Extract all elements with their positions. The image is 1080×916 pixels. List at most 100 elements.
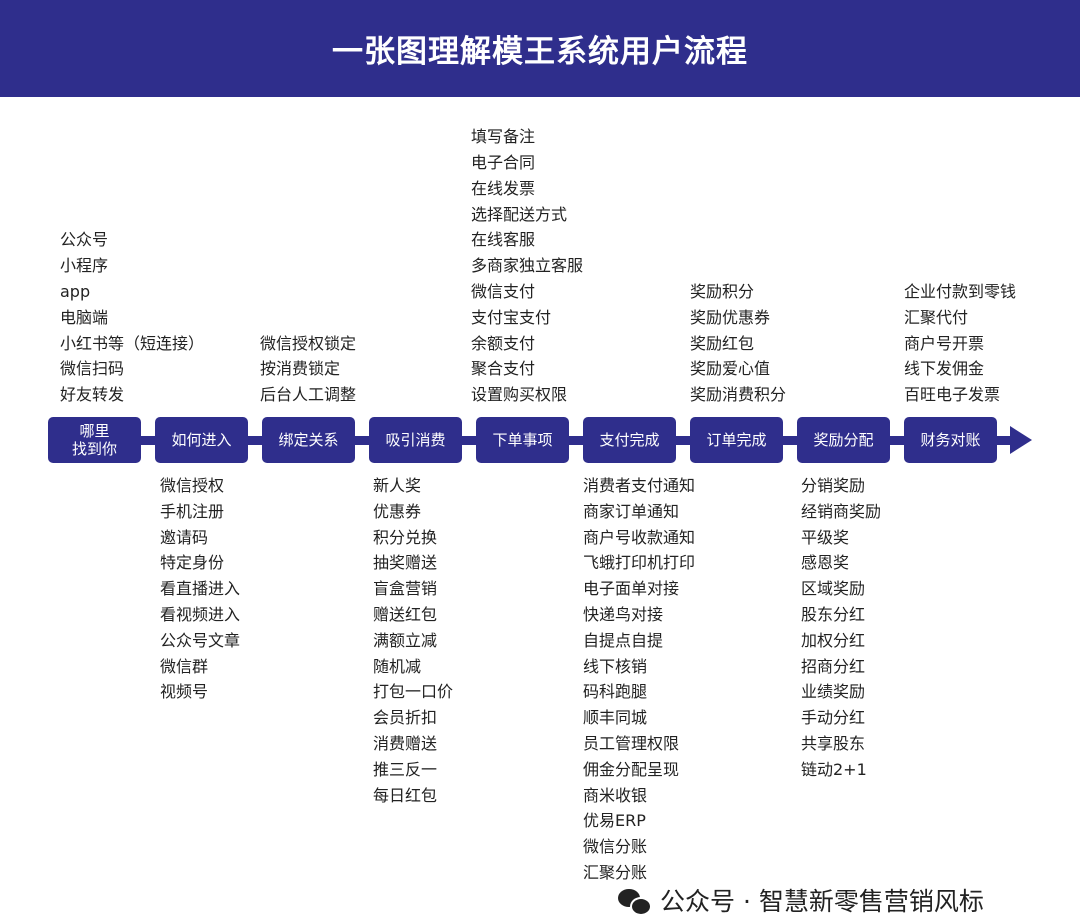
list-item: 好友转发 bbox=[60, 385, 125, 405]
step-label: 财务对账 bbox=[920, 431, 981, 449]
list-item: 微信分账 bbox=[583, 837, 648, 857]
list-item: 推三反一 bbox=[373, 759, 438, 779]
step-9: 财务对账 bbox=[904, 417, 997, 463]
list-item: 电脑端 bbox=[60, 307, 109, 327]
list-item: 自提点自提 bbox=[583, 630, 664, 650]
list-item: 手机注册 bbox=[160, 501, 225, 521]
list-item: 加权分红 bbox=[801, 630, 866, 650]
list-item: 优易ERP bbox=[583, 811, 646, 831]
list-item: 汇聚代付 bbox=[904, 307, 969, 327]
list-item: 新人奖 bbox=[373, 476, 422, 495]
timeline-arrow-icon bbox=[1010, 426, 1032, 454]
list-item: 商家订单通知 bbox=[583, 501, 680, 521]
list-item: 线下发佣金 bbox=[904, 359, 985, 379]
list-item: 按消费锁定 bbox=[260, 359, 341, 379]
list-item: 选择配送方式 bbox=[471, 204, 568, 224]
step-1: 哪里 找到你 bbox=[48, 417, 141, 463]
list-item: 经销商奖励 bbox=[801, 501, 882, 521]
list-item: 微信授权锁定 bbox=[260, 333, 357, 353]
step-7: 订单完成 bbox=[690, 417, 783, 463]
step-label: 哪里 找到你 bbox=[71, 422, 117, 458]
list-item: 公众号文章 bbox=[160, 630, 241, 650]
list-item: 视频号 bbox=[160, 682, 209, 702]
step-5-items: 填写备注电子合同在线发票选择配送方式在线客服多商家独立客服微信支付支付宝支付余额… bbox=[471, 124, 583, 408]
list-item: 盲盒营销 bbox=[373, 579, 438, 599]
step-3-items: 微信授权锁定按消费锁定后台人工调整 bbox=[260, 331, 356, 408]
step-label: 绑定关系 bbox=[278, 431, 339, 449]
step-label: 支付完成 bbox=[599, 431, 660, 449]
list-item: 奖励红包 bbox=[690, 333, 755, 353]
list-item: 分销奖励 bbox=[801, 476, 866, 495]
page-title: 一张图理解模王系统用户流程 bbox=[332, 34, 748, 70]
step-3: 绑定关系 bbox=[262, 417, 355, 463]
step-8-items: 分销奖励经销商奖励平级奖感恩奖区域奖励股东分红加权分红招商分红业绩奖励手动分红共… bbox=[801, 473, 881, 783]
step-5: 下单事项 bbox=[476, 417, 569, 463]
list-item: 商户号收款通知 bbox=[583, 527, 696, 547]
list-item: 电子面单对接 bbox=[583, 579, 680, 599]
list-item: 优惠券 bbox=[373, 501, 422, 521]
wechat-icon bbox=[618, 888, 652, 916]
watermark-text: 公众号 · 智慧新零售营销风标 bbox=[660, 887, 984, 916]
list-item: 共享股东 bbox=[801, 733, 866, 753]
list-item: 奖励消费积分 bbox=[690, 385, 787, 405]
list-item: 会员折扣 bbox=[373, 708, 438, 728]
list-item: 微信支付 bbox=[471, 282, 536, 302]
list-item: 招商分红 bbox=[801, 656, 866, 676]
list-item: 顺丰同城 bbox=[583, 708, 648, 728]
list-item: 员工管理权限 bbox=[583, 733, 680, 753]
list-item: 在线客服 bbox=[471, 230, 536, 250]
list-item: 平级奖 bbox=[801, 527, 850, 547]
list-item: 链动2+1 bbox=[801, 759, 867, 779]
list-item: 邀请码 bbox=[160, 527, 209, 547]
list-item: 股东分红 bbox=[801, 604, 866, 624]
list-item: app bbox=[60, 282, 91, 302]
list-item: 飞蛾打印机打印 bbox=[583, 553, 696, 573]
list-item: 余额支付 bbox=[471, 333, 536, 353]
step-4-items: 新人奖优惠券积分兑换抽奖赠送盲盒营销赠送红包满额立减随机减打包一口价会员折扣消费… bbox=[373, 473, 453, 808]
list-item: 微信授权 bbox=[160, 476, 225, 495]
step-6: 支付完成 bbox=[583, 417, 676, 463]
step-label: 如何进入 bbox=[171, 431, 232, 449]
list-item: 消费赠送 bbox=[373, 733, 438, 753]
list-item: 多商家独立客服 bbox=[471, 256, 584, 276]
list-item: 看直播进入 bbox=[160, 579, 241, 599]
list-item: 快递鸟对接 bbox=[583, 604, 664, 624]
list-item: 填写备注 bbox=[471, 127, 536, 147]
list-item: 码科跑腿 bbox=[583, 682, 648, 702]
list-item: 百旺电子发票 bbox=[904, 385, 1001, 405]
step-label: 吸引消费 bbox=[385, 431, 446, 449]
list-item: 企业付款到零钱 bbox=[904, 282, 1017, 302]
step-label: 下单事项 bbox=[492, 431, 553, 449]
step-2: 如何进入 bbox=[155, 417, 248, 463]
list-item: 小程序 bbox=[60, 256, 109, 276]
step-8: 奖励分配 bbox=[797, 417, 890, 463]
list-item: 感恩奖 bbox=[801, 553, 850, 573]
list-item: 公众号 bbox=[60, 230, 109, 250]
list-item: 消费者支付通知 bbox=[583, 476, 696, 495]
list-item: 满额立减 bbox=[373, 630, 438, 650]
step-7-items: 奖励积分奖励优惠券奖励红包奖励爱心值奖励消费积分 bbox=[690, 279, 786, 408]
list-item: 奖励优惠券 bbox=[690, 307, 771, 327]
list-item: 线下核销 bbox=[583, 656, 648, 676]
list-item: 商米收银 bbox=[583, 785, 648, 805]
watermark: 公众号 · 智慧新零售营销风标 bbox=[618, 887, 984, 916]
header-banner: 一张图理解模王系统用户流程 bbox=[0, 0, 1080, 97]
list-item: 后台人工调整 bbox=[260, 385, 357, 405]
step-label: 订单完成 bbox=[706, 431, 767, 449]
list-item: 商户号开票 bbox=[904, 333, 985, 353]
list-item: 佣金分配呈现 bbox=[583, 759, 680, 779]
list-item: 打包一口价 bbox=[373, 682, 454, 702]
list-item: 电子合同 bbox=[471, 153, 536, 173]
list-item: 业绩奖励 bbox=[801, 682, 866, 702]
step-2-items: 微信授权手机注册邀请码特定身份看直播进入看视频进入公众号文章微信群视频号 bbox=[160, 473, 240, 705]
list-item: 奖励积分 bbox=[690, 282, 755, 302]
list-item: 区域奖励 bbox=[801, 579, 866, 599]
list-item: 汇聚分账 bbox=[583, 862, 648, 882]
list-item: 微信群 bbox=[160, 656, 209, 676]
list-item: 随机减 bbox=[373, 656, 422, 676]
list-item: 设置购买权限 bbox=[471, 385, 568, 405]
step-6-items: 消费者支付通知商家订单通知商户号收款通知飞蛾打印机打印电子面单对接快递鸟对接自提… bbox=[583, 473, 695, 886]
step-label: 奖励分配 bbox=[813, 431, 874, 449]
list-item: 特定身份 bbox=[160, 553, 225, 573]
